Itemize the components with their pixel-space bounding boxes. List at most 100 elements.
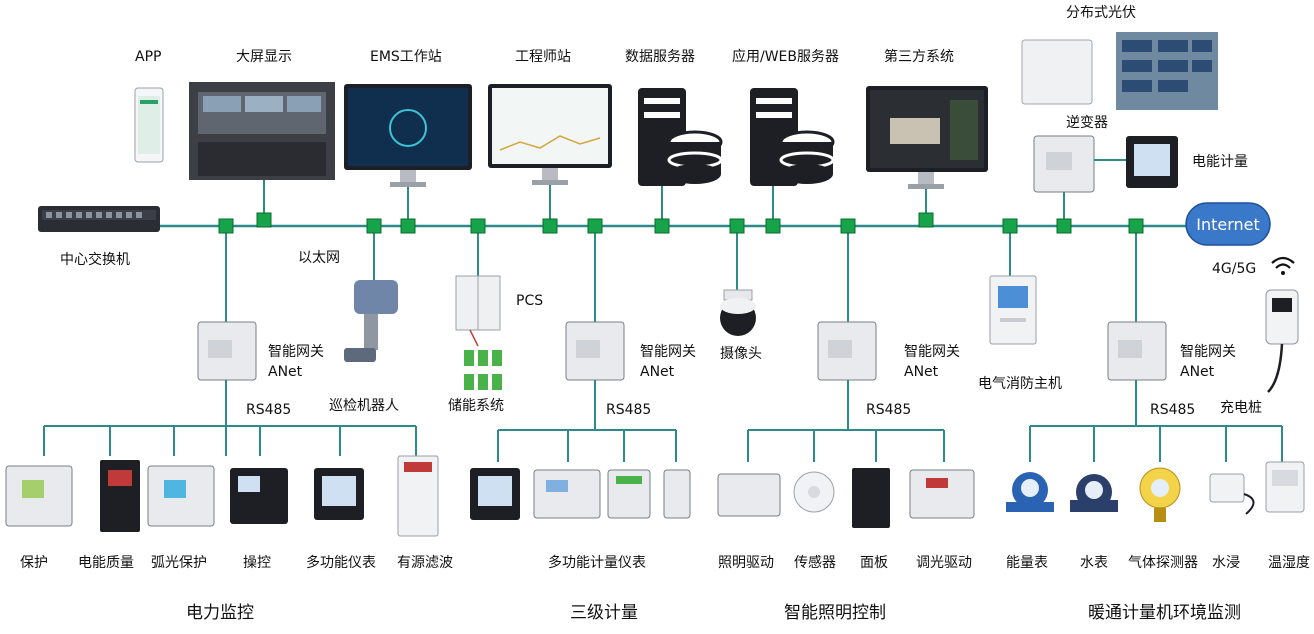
panel-icon [852,468,890,528]
bus-node [400,218,416,234]
bus-node [1002,218,1018,234]
hvac-device-label: 温湿度 [1268,555,1310,571]
charger-label: 充电桩 [1220,399,1262,416]
battery-storage-icon [464,350,502,390]
lighting-device-label: 传感器 [794,554,836,571]
temp-humidity-sensor-icon [1265,461,1305,513]
gateway-power-line1: 智能网关 [268,344,324,360]
gateway-hvac-bus: RS485 [1150,402,1195,418]
central-switch-label: 中心交换机 [60,251,130,268]
power-device-label: 多功能仪表 [306,554,376,571]
lighting-driver-icon [717,473,781,517]
gateway-lighting: 智能网关 ANet RS485 [817,226,960,430]
pv-field-photo [1116,32,1218,110]
mobile-network-label: 4G/5G [1212,261,1256,277]
rs485-bus-hvac [1029,425,1283,462]
hvac-device-label: 水浸 [1212,555,1240,571]
rs485-bus-lighting [747,429,945,462]
engineer-label: 工程师站 [515,49,571,65]
robot-label: 巡检机器人 [329,398,399,414]
metering-device-4 [663,469,691,519]
control-device-icon [230,468,288,524]
rs485-bus-metering [497,429,677,462]
energy-meter-label: 电能计量 [1192,154,1248,170]
power-device-label: 弧光保护 [151,555,207,571]
ems-label: EMS工作站 [370,49,442,65]
gateway-power: 智能网关 ANet RS485 [197,226,324,426]
metering-device-2 [533,469,601,519]
internet-label: Internet [1196,215,1260,234]
power-device-label: 保护 [20,555,48,571]
bus-node [654,218,670,234]
pcs-cabinet-icon [455,275,501,347]
lighting-device-label: 面板 [860,555,888,571]
water-meter-icon [1070,474,1118,512]
gateway-metering-bus: RS485 [606,402,651,418]
gateway-hvac-line1: 智能网关 [1180,344,1236,360]
inspection-robot-icon [344,280,398,362]
data-server-icon [638,88,723,186]
hvac-device-label: 水表 [1080,555,1108,571]
section-title-power: 电力监控 [186,603,254,623]
camera-label: 摄像头 [720,346,762,362]
charger-icon [1265,289,1299,393]
energy-meter-icon [1126,136,1178,188]
heat-meter-icon [1006,472,1054,512]
gateway-lighting-line1: 智能网关 [904,344,960,360]
gateway-metering-line1: 智能网关 [640,344,696,360]
fire-alarm-host-icon [989,275,1037,345]
big-screen-label: 大屏显示 [236,49,292,65]
inverter-label: 逆变器 [1066,115,1108,131]
section-title-metering: 三级计量 [570,603,638,623]
gateway-lighting-line2: ANet [904,364,939,380]
active-filter-icon [397,455,439,537]
gateway-power-bus: RS485 [246,402,291,418]
bus-node [218,218,234,234]
bus-node [366,218,382,234]
big-screen-photo [189,82,335,180]
inverter-box-icon [1021,39,1093,105]
pv-title: 分布式光伏 [1066,5,1136,21]
third-party-monitor [866,86,988,189]
ems-monitor [344,84,472,187]
camera-icon [720,289,756,336]
ethernet-label: 以太网 [298,250,340,266]
rs485-bus-power [43,425,417,456]
bus-node [256,212,272,228]
engineer-monitor [488,84,612,185]
data-server-label: 数据服务器 [625,49,695,65]
sensor-icon [793,471,835,513]
hvac-device-label: 气体探测器 [1128,555,1198,571]
app-label: APP [135,49,161,65]
gateway-metering-line2: ANet [640,364,675,380]
gateway-power-line2: ANet [268,364,303,380]
bus-node [729,218,745,234]
pcs-label: PCS [516,293,543,309]
metering-device-label: 多功能计量仪表 [548,554,646,571]
water-leak-sensor-icon [1209,473,1255,515]
bus-nodes [218,212,1144,234]
internet-cloud: Internet [1185,202,1271,246]
bus-node [1056,218,1072,234]
gateway-lighting-bus: RS485 [866,402,911,418]
third-party-label: 第三方系统 [884,48,954,65]
web-server-icon [750,88,835,186]
power-quality-icon [100,460,140,532]
arc-protection-icon [147,465,215,527]
section-title-lighting: 智能照明控制 [784,603,886,623]
section-title-hvac: 暖通计量机环境监测 [1088,603,1241,623]
gas-detector-icon [1139,467,1181,522]
power-device-label: 电能质量 [78,555,134,571]
web-server-label: 应用/WEB服务器 [732,48,839,65]
gateway-hvac: 智能网关 ANet RS485 [1107,226,1236,426]
metering-device-3 [607,469,651,519]
bus-node [542,218,558,234]
gateway-hvac-line2: ANet [1180,364,1215,380]
multifunction-meter-icon [314,468,364,520]
power-device-label: 操控 [243,555,271,571]
power-device-label: 有源滤波 [397,555,453,571]
protection-device-icon [5,465,73,527]
lighting-device-label: 照明驱动 [718,555,774,571]
lighting-device-label: 调光驱动 [916,555,972,571]
